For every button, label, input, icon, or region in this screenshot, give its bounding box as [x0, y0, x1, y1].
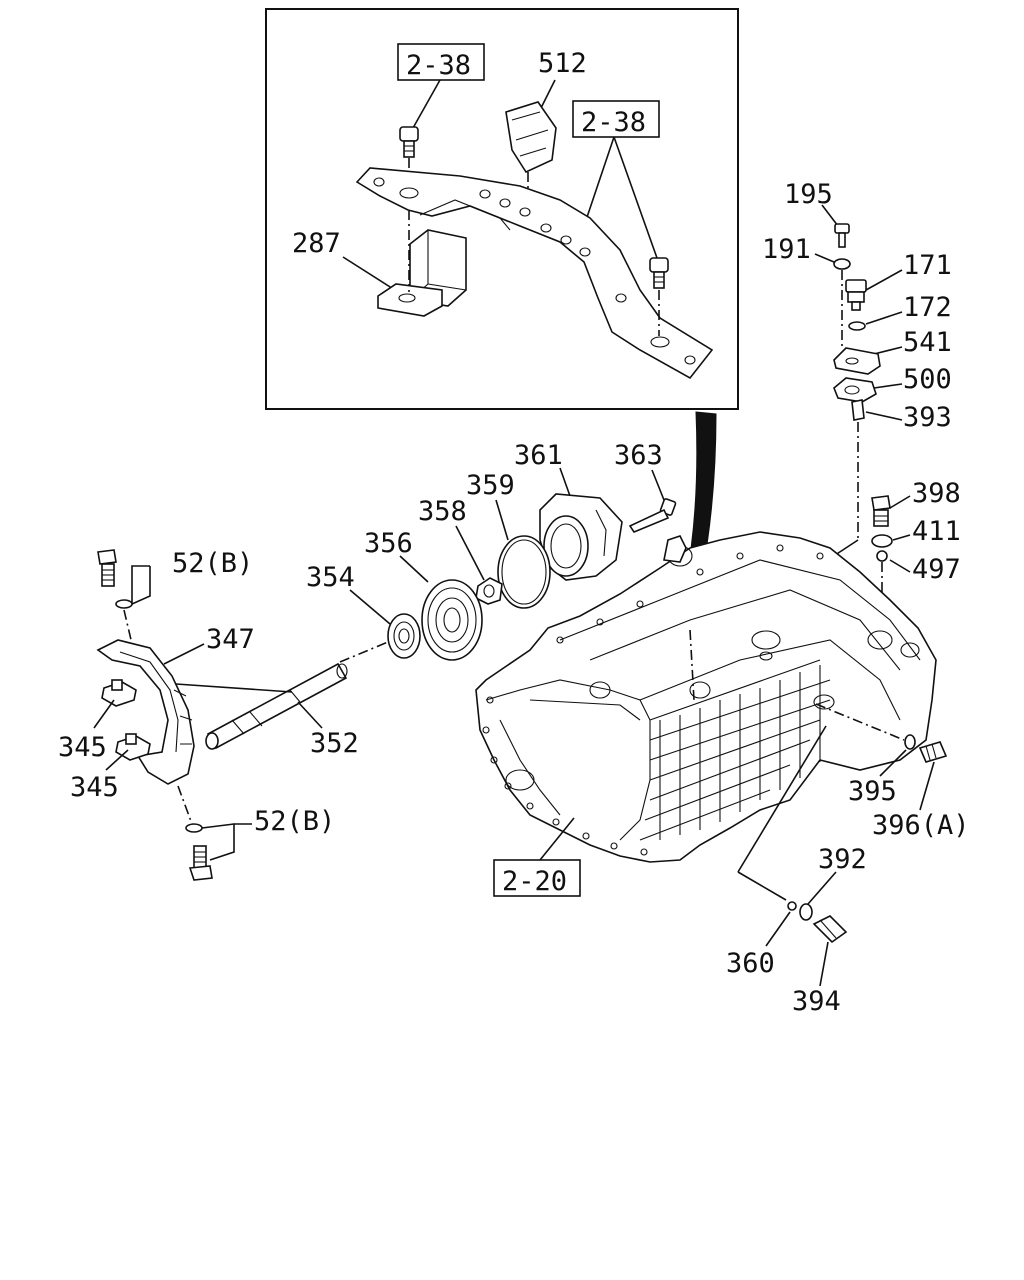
washer-icon — [185, 823, 203, 833]
label-392: 392 — [818, 844, 867, 875]
crossmember-bracket-icon — [355, 167, 714, 380]
bolt-icon — [628, 498, 677, 533]
label-345-b: 345 — [70, 772, 119, 803]
fork-icon — [96, 639, 195, 785]
label-393: 393 — [903, 402, 952, 433]
switch-icon — [812, 915, 848, 944]
label-356: 356 — [364, 528, 413, 559]
inset-panel: 2-38 2-38 512 287 — [265, 8, 739, 410]
pin-icon — [851, 399, 865, 421]
ball-icon — [876, 550, 888, 562]
label-497: 497 — [912, 554, 961, 585]
plug-icon — [871, 495, 891, 527]
screw-icon — [834, 223, 850, 248]
o-ring-icon — [497, 535, 551, 609]
label-195: 195 — [784, 179, 833, 210]
label-398: 398 — [912, 478, 961, 509]
switch-icon — [845, 279, 867, 311]
label-352: 352 — [310, 728, 359, 759]
label-191: 191 — [762, 234, 811, 265]
label-171: 171 — [903, 250, 952, 281]
washer-icon — [115, 599, 133, 609]
ref-2-38-right-label: 2-38 — [581, 107, 646, 138]
label-541: 541 — [903, 327, 952, 358]
ref-box-2-38-left[interactable] — [397, 43, 485, 81]
o-ring-icon — [799, 903, 813, 921]
sensor-stack: 195 191 171 172 541 500 — [762, 179, 952, 566]
bolt-icon — [649, 257, 669, 336]
mount-block-icon — [377, 210, 467, 317]
label-512: 512 — [538, 48, 587, 79]
label-500: 500 — [903, 364, 952, 395]
label-354: 354 — [306, 562, 355, 593]
label-172: 172 — [903, 292, 952, 323]
label-395: 395 — [848, 776, 897, 807]
ref-box-2-38-right[interactable] — [572, 100, 660, 138]
flange-holes — [482, 544, 824, 856]
shift-block-icon — [101, 679, 137, 707]
label-347: 347 — [206, 624, 255, 655]
ref-box-2-20[interactable] — [493, 859, 581, 897]
label-287: 287 — [292, 228, 341, 259]
label-411: 411 — [912, 516, 961, 547]
label-363: 363 — [614, 440, 663, 471]
housing-icon — [539, 493, 623, 581]
label-394: 394 — [792, 986, 841, 1017]
shift-shaft-icon: 352 — [205, 662, 359, 759]
label-345-a: 345 — [58, 732, 107, 763]
label-361: 361 — [514, 440, 563, 471]
plug-icon — [918, 741, 948, 763]
ref-2-20-label: 2-20 — [502, 866, 567, 897]
o-ring-icon — [871, 534, 893, 548]
label-52b-bottom: 52(B) — [254, 806, 335, 837]
label-52b-top: 52(B) — [172, 548, 253, 579]
label-358: 358 — [418, 496, 467, 527]
clip-icon — [505, 101, 557, 210]
o-ring-icon — [904, 734, 916, 750]
gasket-icon — [833, 377, 877, 403]
bolt-icon — [188, 845, 213, 881]
ball-icon — [787, 901, 797, 911]
nut-icon — [475, 577, 503, 605]
washer-icon — [833, 258, 851, 270]
pulley-icon — [421, 579, 483, 661]
transmission-case[interactable] — [475, 531, 937, 863]
label-396a: 396(A) — [872, 810, 970, 841]
bolt-icon — [97, 549, 117, 587]
shift-fork-group: 52(B) 347 345 345 — [58, 548, 335, 881]
input-stack: 361 363 359 358 356 — [306, 440, 677, 663]
lower-right-parts: 395 396(A) 392 360 394 — [726, 703, 970, 1017]
flange-icon — [833, 347, 881, 375]
ref-2-38-left-label: 2-38 — [406, 50, 471, 81]
label-360: 360 — [726, 948, 775, 979]
label-359: 359 — [466, 470, 515, 501]
o-ring-icon — [848, 321, 866, 331]
seal-icon — [387, 613, 421, 659]
